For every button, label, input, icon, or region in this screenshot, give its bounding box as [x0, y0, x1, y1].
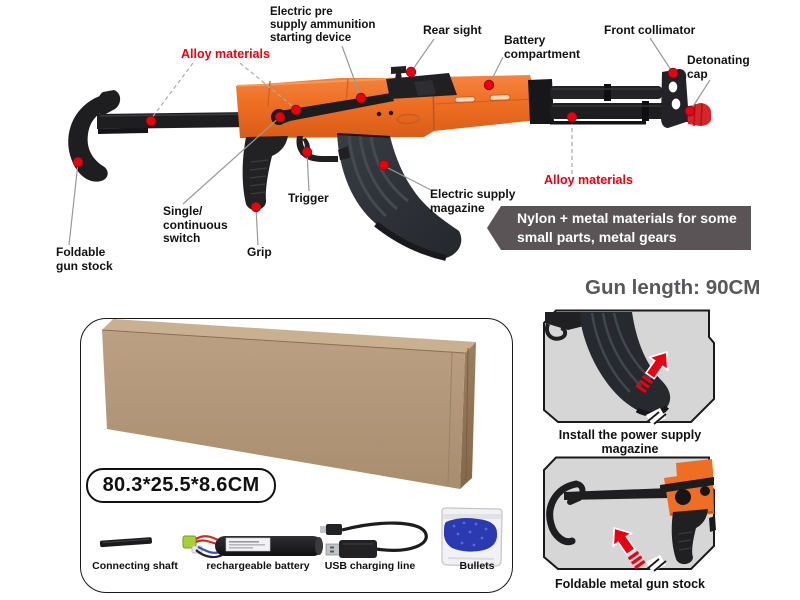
label-alloy-materials-right: Alloy materials — [544, 173, 633, 187]
label-rear-sight: Rear sight — [423, 23, 482, 37]
materials-banner: Nylon + metal materials for some small p… — [487, 206, 751, 250]
frame-break-mark — [646, 408, 667, 425]
handguard-slots — [454, 94, 511, 103]
rechargeable-battery — [182, 535, 323, 559]
item-label-usb-charging-line: USB charging line — [324, 560, 416, 572]
folded-stock-gun — [546, 459, 716, 565]
usb-charging-cable — [320, 521, 428, 558]
front-sight-tower — [661, 69, 689, 128]
gun-illustration — [68, 37, 711, 261]
gun-length-heading: Gun length: 90CM — [585, 276, 761, 299]
label-trigger: Trigger — [288, 191, 329, 205]
pistol-grip — [242, 136, 288, 211]
callout-dots — [72, 66, 696, 213]
label-detonating-cap: Detonating cap — [687, 53, 750, 81]
feature-caption-magazine: Install the power supply magazine — [558, 428, 702, 456]
label-battery-compartment: Battery compartment — [504, 33, 581, 61]
magazine-inserting — [580, 312, 671, 417]
connecting-shaft — [99, 537, 152, 548]
cardboard-box — [101, 319, 476, 489]
callout-lines — [68, 37, 711, 246]
bullets-bag — [441, 507, 503, 567]
receiver-fragment — [545, 312, 588, 341]
item-label-bullets: Bullets — [459, 560, 495, 572]
label-electric-pre-supply: Electric pre supply ammunition starting … — [270, 6, 376, 44]
label-single-continuous-switch: Single/ continuous switch — [163, 204, 228, 245]
insert-direction-arrow — [635, 351, 669, 393]
item-label-rechargeable-battery: rechargeable battery — [206, 560, 310, 572]
feature-caption-stock: Foldable metal gun stock — [554, 577, 706, 591]
magazine — [336, 133, 462, 261]
label-foldable-gun-stock: Foldable gun stock — [56, 245, 113, 273]
item-label-connecting-shaft: Connecting shaft — [92, 560, 178, 572]
gun-body-orange — [236, 75, 538, 138]
label-alloy-materials-left: Alloy materials — [181, 47, 270, 61]
frame-break-mark — [646, 555, 667, 572]
fold-direction-arrow — [612, 527, 646, 569]
package-contents — [99, 319, 503, 567]
box-size-label: 80.3*25.5*8.6CM — [86, 468, 276, 503]
rear-sight-assembly — [386, 66, 457, 99]
feature-panel-magazine — [543, 309, 715, 425]
materials-banner-text: Nylon + metal materials for some small p… — [517, 210, 737, 245]
label-electric-supply-magazine: Electric supply magazine — [430, 187, 516, 215]
label-grip: Grip — [247, 245, 272, 259]
label-front-collimator: Front collimator — [604, 23, 696, 37]
feature-panel-stock — [543, 456, 716, 572]
